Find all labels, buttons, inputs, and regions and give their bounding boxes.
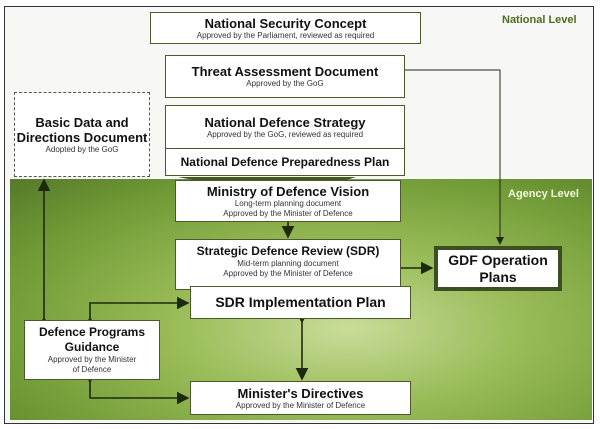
national-security-concept-box: National Security Concept Approved by th… [150, 12, 421, 44]
box-subtitle: Adopted by the GoG [45, 144, 119, 154]
box-title: Strategic Defence Review (SDR) [196, 244, 380, 258]
box-title: National Defence Preparedness Plan [180, 154, 390, 169]
box-title: National Defence Strategy [204, 114, 366, 130]
gdf-operation-plans-box: GDF Operation Plans [434, 246, 562, 291]
dpg-sdrip-connector [83, 296, 190, 330]
box-subtitle: Approved by the GoG [246, 79, 324, 88]
basic-data-box: Basic Data and Directions Document Adopt… [14, 92, 150, 177]
box-title: Threat Assessment Document [191, 64, 379, 79]
agency-level-label: Agency Level [508, 188, 579, 200]
box-title: Basic Data and Directions Document [16, 114, 148, 145]
mod-vision-box: Ministry of Defence Vision Long-term pla… [175, 180, 401, 222]
national-level-label: National Level [502, 14, 577, 26]
preparedness-plan-box: National Defence Preparedness Plan [165, 148, 405, 176]
box-title: Defence Programs Guidance [38, 325, 146, 354]
ministers-directives-box: Minister's Directives Approved by the Mi… [190, 381, 411, 415]
box-subtitle: Approved by the Parliament, reviewed as … [196, 30, 375, 40]
threat-assessment-box: Threat Assessment Document Approved by t… [165, 55, 405, 98]
dpg-md-connector [83, 370, 190, 405]
box-title: Ministry of Defence Vision [206, 183, 370, 199]
box-title: Minister's Directives [237, 385, 364, 401]
sdr-box: Strategic Defence Review (SDR) Mid-term … [175, 239, 401, 290]
box-subtitle: Long-term planning document [234, 198, 342, 208]
box-subtitle: Approved by the GoG, reviewed as require… [206, 129, 364, 139]
defence-programs-guidance-box: Defence Programs Guidance Approved by th… [24, 320, 160, 380]
box-subtitle: Approved by the Minister of Defence [223, 208, 353, 218]
box-subtitle: Mid-term planning document [237, 259, 339, 268]
box-title: SDR Implementation Plan [215, 294, 386, 310]
threat-to-gdf-connector [405, 69, 504, 245]
sdr-implementation-plan-box: SDR Implementation Plan [190, 286, 411, 319]
box-title: GDF Operation Plans [448, 251, 548, 285]
box-subtitle: Approved by the Minister of Defence [235, 400, 366, 410]
box-subtitle: Approved by the Minister of Defence [47, 355, 137, 374]
box-title: National Security Concept [204, 15, 367, 31]
national-defence-strategy-box: National Defence Strategy Approved by th… [165, 105, 405, 149]
box-subtitle: Approved by the Minister of Defence [223, 269, 353, 278]
